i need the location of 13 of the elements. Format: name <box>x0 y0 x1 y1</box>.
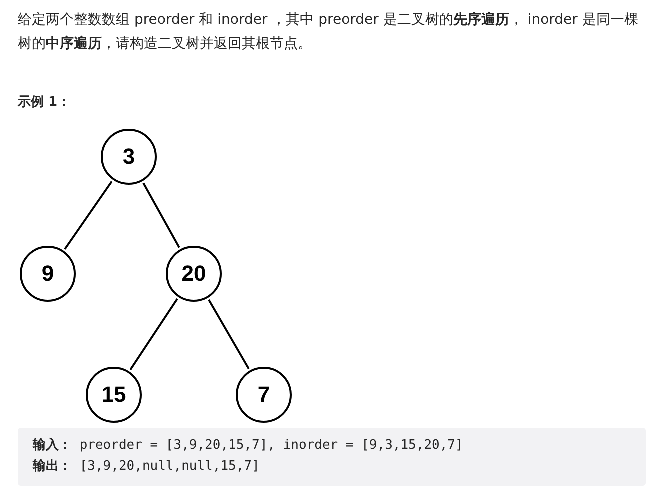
tree-node-circle: 9 <box>20 246 76 302</box>
tree-edge <box>142 182 180 248</box>
tree-node-circle: 20 <box>166 246 222 302</box>
example-heading: 示例 1： <box>18 94 71 111</box>
output-line: 输出： [3,9,20,null,null,15,7] <box>33 458 260 476</box>
tree-edge <box>130 298 178 371</box>
tree-edge <box>208 299 250 370</box>
tree-edge <box>64 181 113 250</box>
tree-node-circle: 3 <box>101 129 157 185</box>
tree-node-circle: 7 <box>236 367 292 423</box>
tree-node-circle: 15 <box>86 367 142 423</box>
input-line: 输入： preorder = [3,9,20,15,7], inorder = [9,3,15,20,7] <box>33 436 464 455</box>
problem-statement: 给定两个整数数组 preorder 和 inorder ，其中 preorder 是二叉树的先序遍历， inorder 是同一棵树的中序遍历，请构造二叉树并返回其根节点。 <box>18 10 640 54</box>
